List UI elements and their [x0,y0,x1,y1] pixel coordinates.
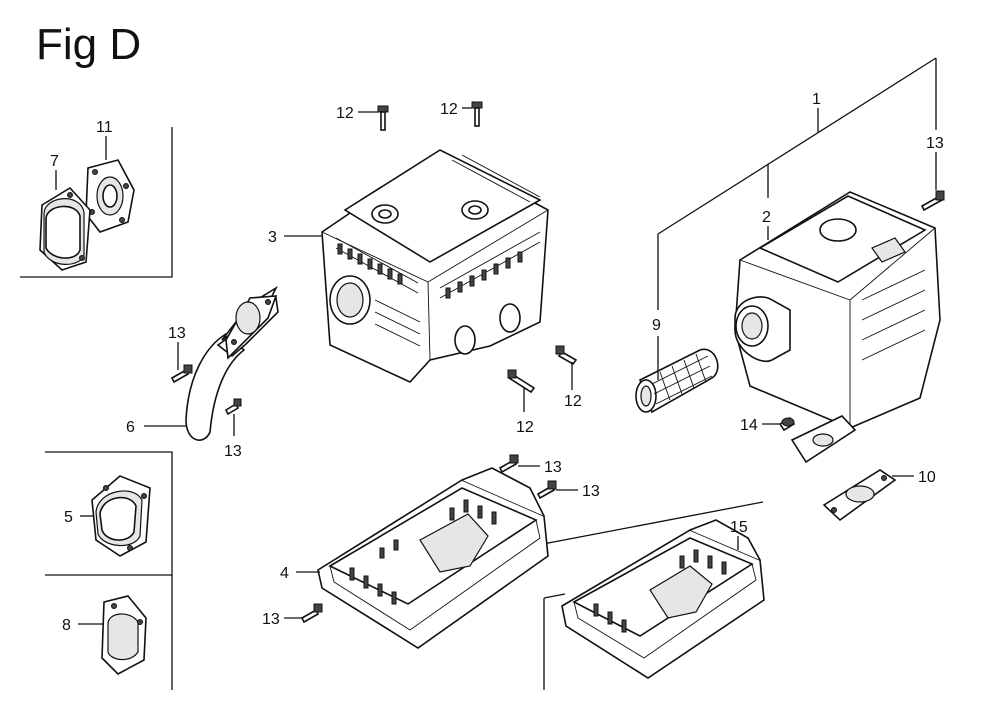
label-part-13d: 13 [544,459,562,476]
bolt-12d [555,345,578,366]
label-part-5: 5 [64,509,73,526]
label-part-9: 9 [652,317,661,334]
bolt-13b [170,364,193,384]
figure-title: Fig D [36,20,142,69]
part-15-tray [561,519,765,679]
label-part-12a: 12 [336,105,354,122]
part-3-muffler-cover [321,149,549,383]
part-5-cap [91,475,151,557]
bolt-13c [224,398,242,416]
part-4-tray [317,467,549,649]
callout-labels: 1 2 3 4 5 6 7 8 9 10 11 12 12 12 12 13 1… [50,91,944,634]
label-part-15: 15 [730,519,748,536]
label-part-10: 10 [918,469,936,486]
bolt-14 [778,416,796,432]
label-part-13f: 13 [262,611,280,628]
label-part-13c: 13 [224,443,242,460]
part-7-cap [39,186,91,271]
part-9-screen [635,348,719,414]
label-part-11: 11 [96,119,113,136]
bolt-12a [377,105,389,131]
label-part-12d: 12 [564,393,582,410]
part-10-gasket [822,469,897,522]
label-part-12b: 12 [440,101,458,118]
label-part-13b: 13 [168,325,186,342]
leader-lines [55,57,937,625]
part-11-flange [85,159,135,233]
label-part-13e: 13 [582,483,600,500]
label-part-6: 6 [126,419,135,436]
label-part-14: 14 [740,417,758,434]
bolt-13d [498,454,519,474]
part-2-muffler-body [734,191,941,464]
label-part-7: 7 [50,153,59,170]
label-part-3: 3 [268,229,277,246]
label-part-2: 2 [762,209,771,226]
label-part-4: 4 [280,565,289,582]
bolts [170,101,945,624]
label-part-1: 1 [812,91,821,108]
part-8-deflector [101,595,147,675]
bolt-13f [300,603,323,624]
bolt-13a [920,190,945,212]
bolt-12c [507,369,536,394]
bolt-13e [536,480,557,500]
label-part-12c: 12 [516,419,534,436]
part-6-exhaust-pipe [185,285,279,441]
label-part-13a: 13 [926,135,944,152]
label-part-8: 8 [62,617,71,634]
bolt-12b [471,101,483,127]
